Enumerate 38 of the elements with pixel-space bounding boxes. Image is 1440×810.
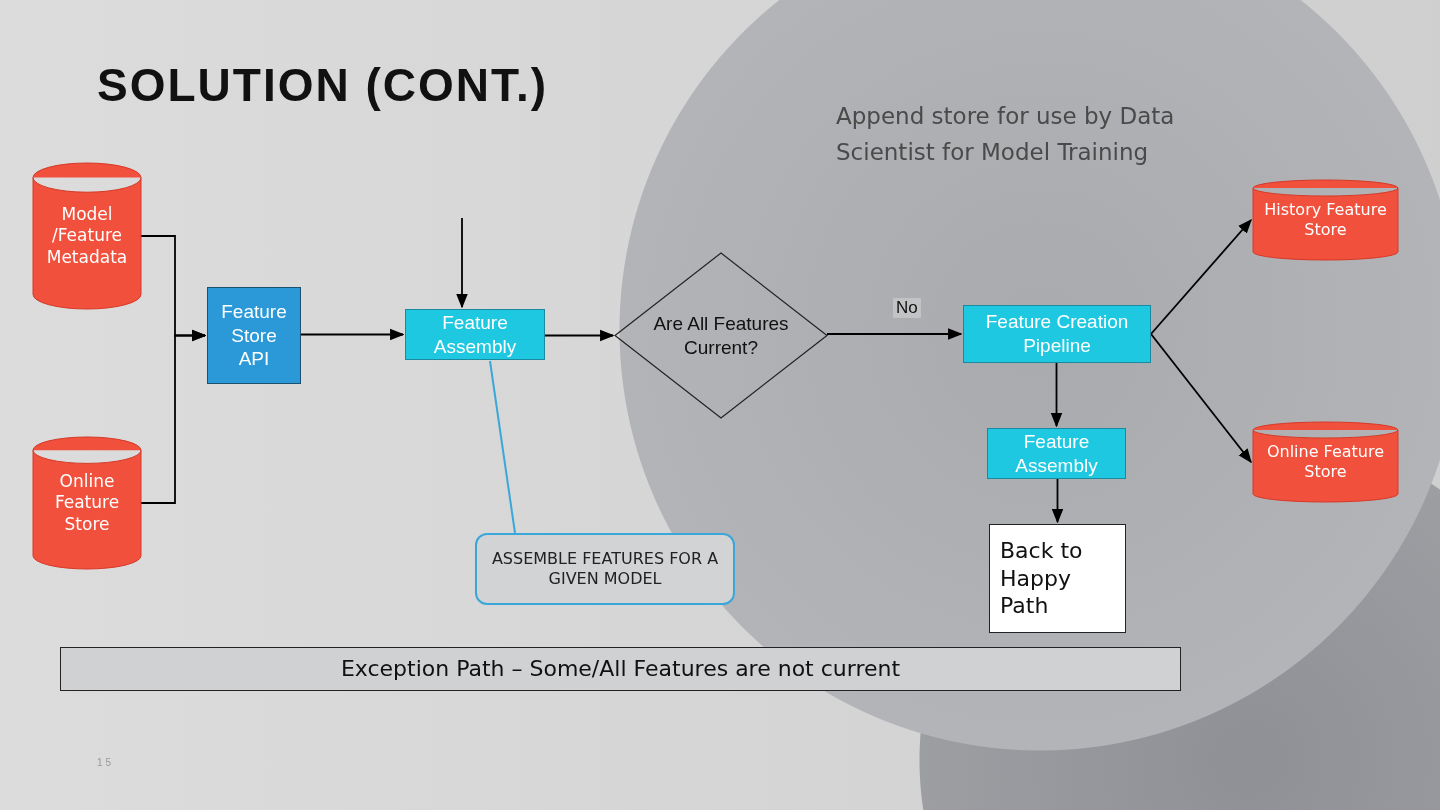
node-text: ASSEMBLE FEATURES FOR A GIVEN MODEL xyxy=(490,549,720,589)
node-text: Online Feature Store xyxy=(1265,442,1386,482)
process-box xyxy=(963,305,1151,363)
node-text: History Feature Store xyxy=(1263,200,1388,240)
process-box xyxy=(207,287,301,384)
arrow xyxy=(544,329,615,342)
node-text: Online Feature Store xyxy=(53,471,121,535)
node-text: Back to Happy Path xyxy=(1000,537,1084,620)
process-box xyxy=(405,309,545,360)
arrow xyxy=(826,328,963,340)
arrow xyxy=(140,329,207,504)
process-box xyxy=(989,524,1126,633)
node-text: Feature Creation Pipeline xyxy=(984,310,1130,358)
database-cylinder xyxy=(1253,422,1398,502)
arrow xyxy=(1150,218,1252,335)
node-text: Feature Assembly xyxy=(432,310,518,359)
arrow xyxy=(1051,478,1064,524)
arrow xyxy=(456,217,468,309)
callout-box xyxy=(475,533,735,605)
edge-label: No xyxy=(893,298,921,318)
database-cylinder xyxy=(33,163,141,309)
caption-box xyxy=(60,647,1181,691)
decision-diamond xyxy=(615,253,827,418)
arrow xyxy=(1050,362,1063,428)
process-box xyxy=(987,428,1126,479)
database-cylinder xyxy=(33,437,141,569)
leader-line xyxy=(489,360,516,534)
node-text: Model /Feature Metadata xyxy=(45,204,129,268)
slide-title: SOLUTION (CONT.) xyxy=(97,58,549,112)
database-cylinder xyxy=(1253,180,1398,260)
node-text: Exception Path – Some/All Features are not current xyxy=(340,655,901,683)
node-text: Feature Assembly xyxy=(1014,429,1099,478)
note-text: Append store for use by Data Scientist for Model Training xyxy=(836,102,1176,167)
node-text: Feature Store API xyxy=(220,299,288,372)
arrow xyxy=(1150,333,1252,464)
arrow xyxy=(300,328,405,341)
node-text: Are All Features Current? xyxy=(652,311,790,360)
page-number: 15 xyxy=(97,757,115,768)
